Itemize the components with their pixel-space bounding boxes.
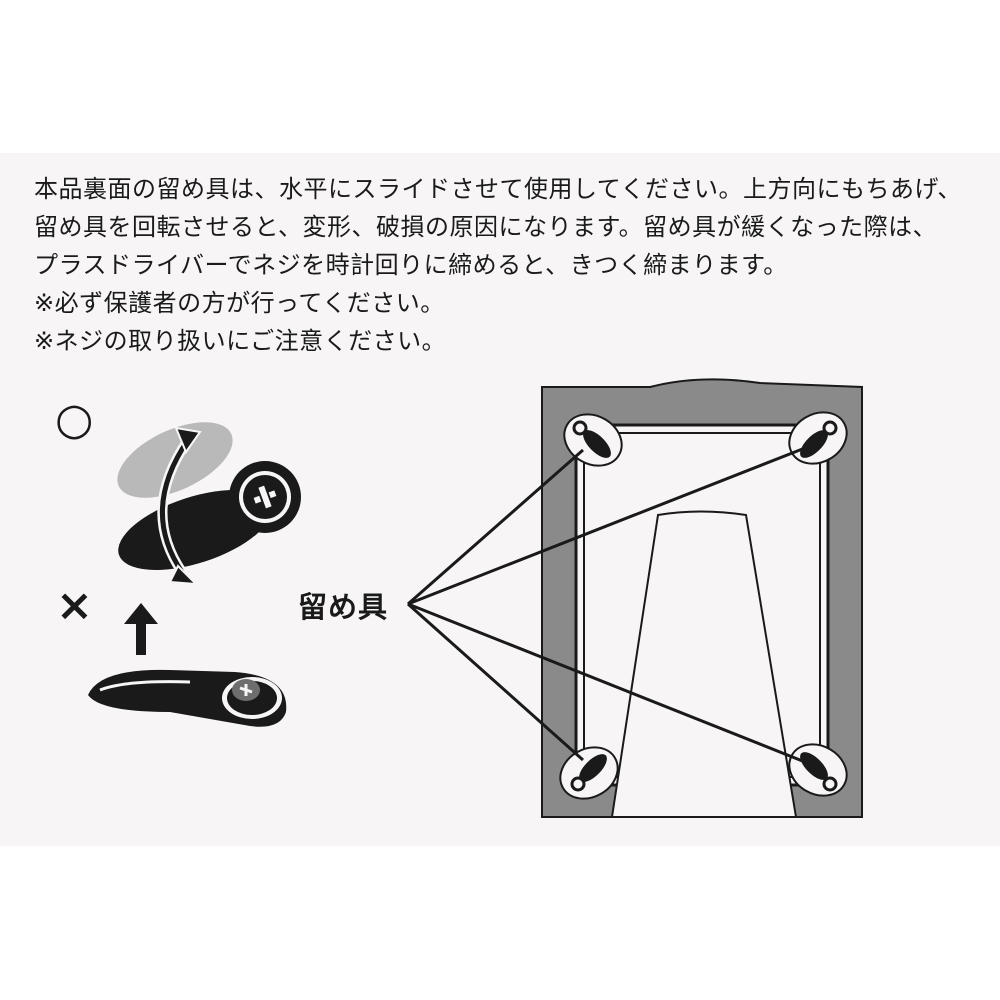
clip-bottom-left [559, 746, 619, 800]
wrong-mark: × [56, 580, 93, 631]
correct-usage-illustration [117, 422, 301, 586]
caution-note-1: ※必ず保護者の方が行ってください。 [34, 289, 445, 317]
lifted-clip [88, 669, 287, 727]
callout-lines [407, 446, 806, 764]
screw-icon [251, 483, 279, 511]
instruction-line-2: 留め具を回転させると、変形、破損の原因になります。留め具が緩くなった際は、 [34, 213, 938, 241]
up-arrow-icon [124, 603, 158, 655]
caution-note-2: ※ネジの取り扱いにご注意ください。 [34, 327, 447, 355]
clip-bottom-right [788, 743, 848, 797]
rotate-arrow-icon [157, 426, 202, 586]
wrong-usage-illustration [88, 603, 287, 727]
fastener-callout-label: 留め具 [298, 590, 389, 624]
clip-top-right [788, 411, 848, 465]
instruction-text: 本品裏面の留め具は、水平にスライドさせて使用してください。上方向にもちあげ、 留… [34, 170, 984, 360]
instruction-line-1: 本品裏面の留め具は、水平にスライドさせて使用してください。上方向にもちあげ、 [34, 175, 962, 203]
instruction-line-3: プラスドライバーでネジを時計回りに締めると、きつく締まります。 [34, 251, 788, 279]
frame-back-illustration [407, 378, 863, 818]
correct-mark: ○ [55, 394, 94, 445]
